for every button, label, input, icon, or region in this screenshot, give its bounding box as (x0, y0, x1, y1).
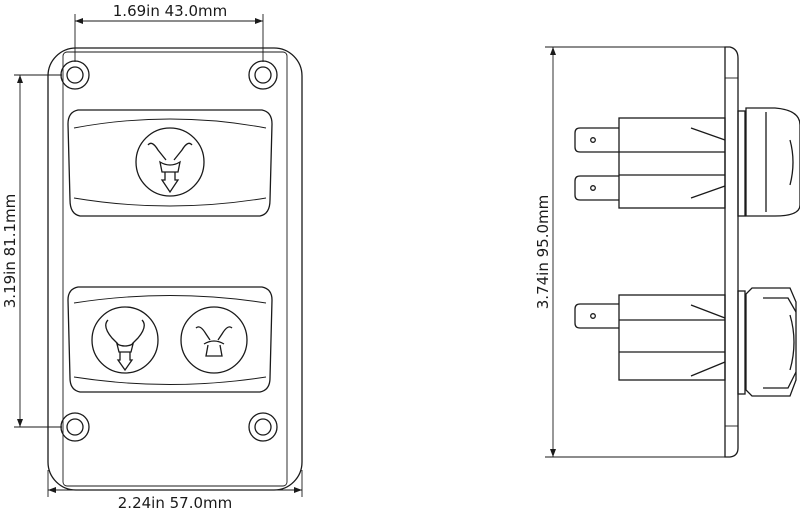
upper-switch-body (574, 107, 800, 217)
dimension-side: 3.74in 95.0mm (534, 46, 728, 458)
rinse-icon (195, 326, 233, 357)
front-view: 1.69in 43.0mm 3.19in 81.1mm 2.24in 57.0m… (1, 2, 303, 512)
flush-drain-icon (105, 319, 145, 372)
pump-out-icon (147, 142, 193, 194)
upper-rocker-switch[interactable] (67, 109, 273, 217)
mounting-holes (60, 60, 278, 442)
dimension-bottom: 2.24in 57.0mm (47, 470, 303, 512)
lower-rocker-switch[interactable] (67, 286, 273, 393)
side-view: 3.74in 95.0mm (534, 46, 800, 458)
lower-switch-body (574, 287, 797, 397)
dimension-side-label: 3.74in 95.0mm (534, 195, 552, 309)
panel-outline (47, 47, 303, 491)
panel-inner-line (62, 51, 288, 487)
dimension-top: 1.69in 43.0mm (74, 2, 264, 62)
dimension-left: 3.19in 81.1mm (1, 74, 62, 428)
dimension-left-label: 3.19in 81.1mm (1, 194, 19, 308)
side-panel (724, 46, 739, 458)
dimension-top-label: 1.69in 43.0mm (113, 2, 227, 20)
dimension-bottom-label: 2.24in 57.0mm (118, 494, 232, 512)
